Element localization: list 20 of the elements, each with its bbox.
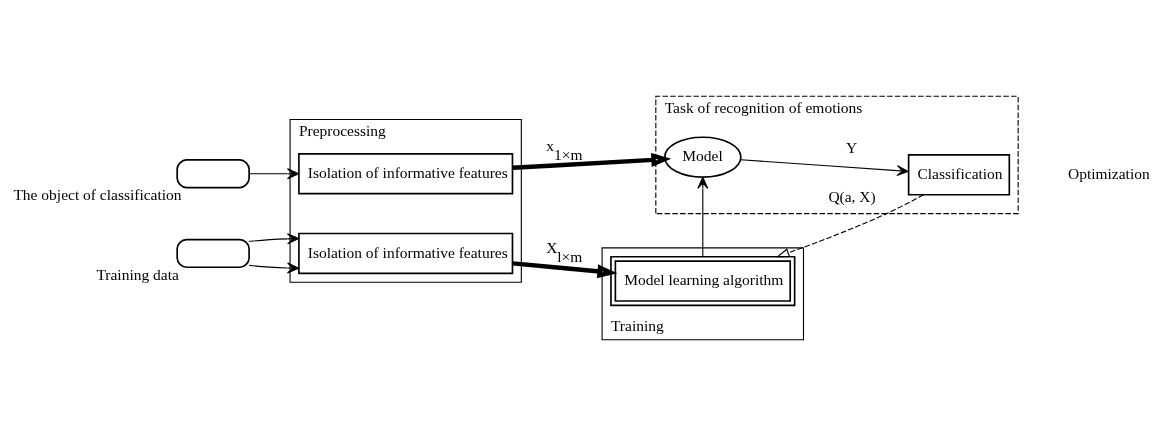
arrow <box>248 233 300 245</box>
arrow <box>248 168 300 180</box>
arrow <box>740 159 909 177</box>
node-label: The object of classification <box>13 185 182 203</box>
node-label: Training data <box>96 265 179 283</box>
arrow <box>248 262 300 274</box>
node-wave <box>176 159 250 189</box>
label: Optimization <box>1067 164 1150 182</box>
edge-label: Y <box>846 139 858 157</box>
node-box: Isolation of informative features <box>298 153 514 195</box>
node-box: Model learning algorithm <box>610 255 796 307</box>
arrow <box>512 153 672 170</box>
node-wave <box>176 238 250 269</box>
node-box: Isolation of informative features <box>298 232 514 275</box>
edge-label: Q(a, X) <box>828 188 876 206</box>
arrow <box>776 194 924 258</box>
node-ellipse: Model <box>663 136 742 178</box>
arrow <box>512 261 618 279</box>
arrow <box>697 176 709 257</box>
node-box: Classification <box>907 154 1011 196</box>
